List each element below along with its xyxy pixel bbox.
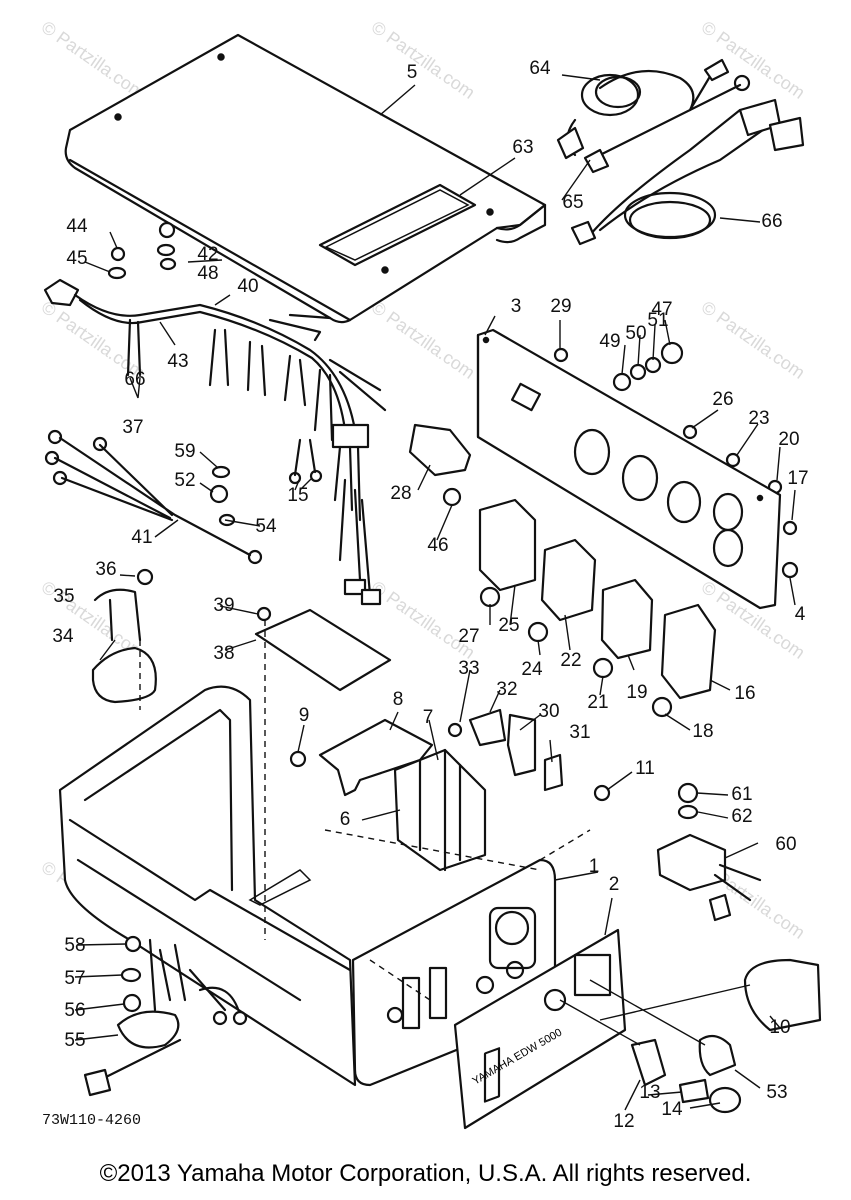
callout-18: 18 [692, 721, 713, 742]
callout-34: 34 [52, 626, 74, 647]
callout-12: 12 [613, 1111, 634, 1132]
leader-lines [74, 74, 796, 1111]
hardware-fasteners [107, 221, 799, 579]
callout-16: 16 [734, 683, 755, 704]
callout-5: 5 [407, 62, 418, 83]
watermark: © Partzilla.com [368, 17, 479, 103]
callout-43: 43 [167, 351, 188, 372]
callout-65: 65 [562, 192, 583, 213]
callout-42: 42 [197, 244, 218, 265]
callout-19: 19 [626, 682, 647, 703]
callout-44: 44 [66, 216, 88, 237]
callout-28: 28 [390, 483, 411, 504]
callout-41: 41 [131, 527, 152, 548]
callout-9: 9 [299, 705, 310, 726]
cover-plate [254, 606, 392, 692]
callout-33: 33 [458, 658, 479, 679]
callout-13: 13 [639, 1082, 660, 1103]
callout-20: 20 [778, 429, 799, 450]
callout-39: 39 [213, 595, 234, 616]
callout-37: 37 [122, 417, 143, 438]
callout-25: 25 [498, 615, 519, 636]
callout-52: 52 [174, 470, 195, 491]
callout-58: 58 [64, 935, 85, 956]
callout-22: 22 [560, 650, 581, 671]
front-panel [476, 328, 782, 610]
callout-31: 31 [569, 722, 590, 743]
callout-21: 21 [587, 692, 608, 713]
watermark: © Partzilla.com [368, 577, 479, 663]
callout-14: 14 [661, 1099, 683, 1120]
callout-38: 38 [213, 643, 234, 664]
wire-harness [43, 278, 387, 606]
callout-50: 50 [625, 323, 646, 344]
callout-61: 61 [731, 784, 752, 805]
callout-47: 47 [651, 299, 672, 320]
callout-35: 35 [53, 586, 74, 607]
callout-29: 29 [550, 296, 571, 317]
callout-66: 66 [761, 211, 782, 232]
callout-57: 57 [64, 968, 85, 989]
callout-59: 59 [174, 441, 195, 462]
callout-23: 23 [748, 408, 769, 429]
callout-17: 17 [787, 468, 808, 489]
charging-cords [556, 58, 805, 246]
callout-45: 45 [66, 248, 87, 269]
callout-26: 26 [712, 389, 733, 410]
meter-and-lamp [559, 958, 822, 1114]
diagram-code: 73W110-4260 [42, 1112, 141, 1129]
watermark: © Partzilla.com [38, 17, 149, 103]
callout-1: 1 [589, 856, 600, 877]
callout-60: 60 [775, 834, 796, 855]
watermark: © Partzilla.com [368, 297, 479, 383]
callout-3: 3 [511, 296, 522, 317]
callout-32: 32 [496, 679, 517, 700]
callout-4: 4 [795, 604, 806, 625]
callout-51: 51 [647, 310, 668, 331]
callout-11: 11 [635, 758, 655, 779]
callout-36: 36 [95, 559, 116, 580]
callout-48: 48 [197, 263, 218, 284]
watermark: © Partzilla.com [698, 297, 809, 383]
rectifier [656, 782, 762, 922]
callout-2: 2 [609, 874, 620, 895]
callout-54: 54 [255, 516, 277, 537]
callout-46: 46 [427, 535, 448, 556]
callout-55: 55 [64, 1030, 85, 1051]
callout-62: 62 [731, 806, 752, 827]
callout-56: 56 [64, 1000, 85, 1021]
callout-27: 27 [458, 626, 479, 647]
callout-53: 53 [766, 1082, 787, 1103]
copyright-notice: ©2013 Yamaha Motor Corporation, U.S.A. A… [99, 1160, 752, 1187]
callout-24: 24 [521, 659, 543, 680]
callout-6: 6 [340, 809, 351, 830]
callout-64: 64 [529, 58, 551, 79]
callout-66-harness: 66 [124, 369, 145, 390]
watermark: © Partzilla.com [698, 17, 809, 103]
callout-30: 30 [538, 701, 559, 722]
callout-7: 7 [423, 707, 434, 728]
switches-and-receptacles [408, 423, 717, 718]
callout-10: 10 [769, 1017, 790, 1038]
callout-15: 15 [287, 485, 308, 506]
top-cover [64, 33, 547, 324]
callout-labels: 1 2 3 4 5 6 7 8 9 10 11 12 13 14 15 16 1… [52, 58, 808, 1132]
callout-8: 8 [393, 689, 404, 710]
callout-63: 63 [512, 137, 533, 158]
callout-40: 40 [237, 276, 258, 297]
callout-49: 49 [599, 331, 620, 352]
base-frame: YAMAHA EDW 5000 [58, 620, 627, 1130]
